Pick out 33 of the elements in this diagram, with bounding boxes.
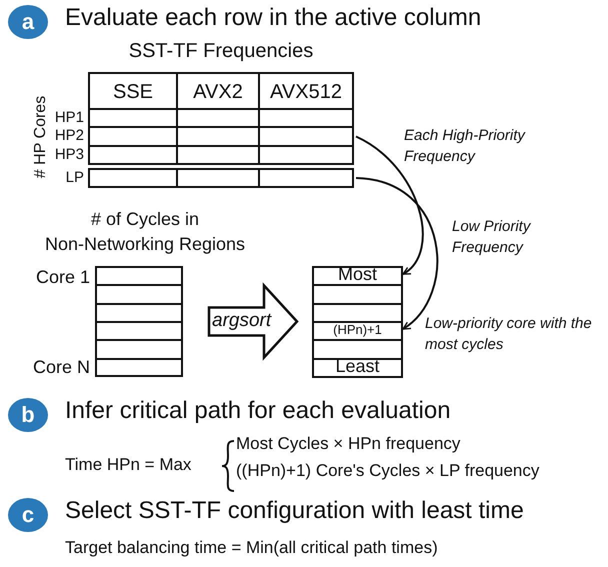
block-arrow <box>208 282 299 361</box>
row-label: HP3 <box>54 146 84 163</box>
column-header: AVX2 <box>192 81 244 104</box>
table-title: SST-TF Frequencies <box>128 40 314 63</box>
step-badge: c <box>8 498 48 532</box>
row-label: HP2 <box>54 127 84 144</box>
step-badge: b <box>8 398 48 432</box>
sorted-table <box>312 266 403 378</box>
row-label: Core N <box>32 357 90 378</box>
column-header: AVX512 <box>269 81 343 104</box>
formula-text: Most Cycles × HPn frequency <box>236 434 460 454</box>
step-heading: Select SST-TF configuration with least time <box>65 497 524 525</box>
axis-label: # HP Cores <box>32 94 50 180</box>
table-row: Most <box>314 266 401 282</box>
row-label: Core 1 <box>34 267 90 288</box>
column-header: SSE <box>112 81 154 104</box>
formula-text: ((HPn)+1) Core's Cycles × LP frequency <box>236 461 540 481</box>
step-heading: Evaluate each row in the active column <box>65 4 482 32</box>
table-row: Least <box>314 358 401 374</box>
row-label: LP <box>64 169 84 186</box>
annotation-text: Low-priority core with the most cycles <box>425 314 593 355</box>
step-heading: Infer critical path for each evaluation <box>65 397 451 425</box>
table-row: (HPn)+1 <box>314 320 401 338</box>
curved-arrow <box>356 177 438 330</box>
edge-label: Each High-Priority Frequency <box>404 126 526 167</box>
formula-text: Time HPn = Max <box>65 455 192 475</box>
edge-label: argsort <box>212 310 272 331</box>
formula-text: Target balancing time = Min(all critical path times) <box>65 538 438 558</box>
row-label: HP1 <box>54 109 84 126</box>
step-badge: a <box>8 5 48 39</box>
table-title: # of Cycles in Non-Networking Regions <box>44 208 246 256</box>
edge-label: Low Priority Frequency <box>452 217 532 258</box>
curved-arrow <box>356 136 424 275</box>
